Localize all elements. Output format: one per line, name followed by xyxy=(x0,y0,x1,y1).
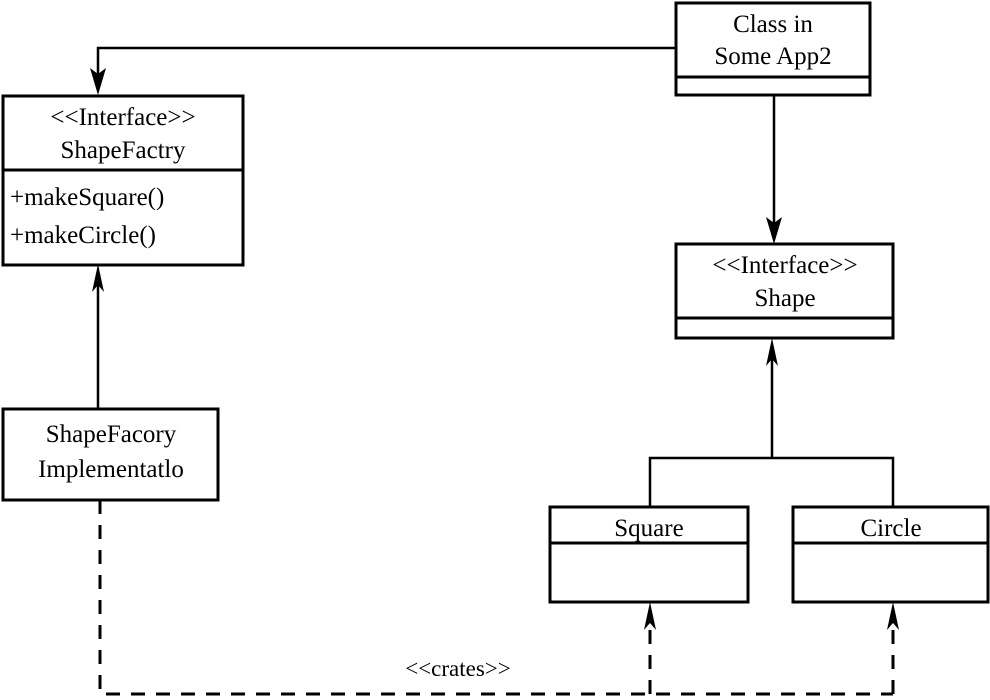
edge-impl-creates-circle-arrowhead xyxy=(887,602,899,630)
node-square-class-frame xyxy=(548,505,750,604)
edge-impl-to-shapefactory-arrowhead xyxy=(92,264,104,292)
node-shape-factory-interface-frame xyxy=(1,94,245,267)
node-square-class[interactable]: Square xyxy=(548,505,750,604)
edge-client-to-shapefactory-line xyxy=(96,46,676,86)
node-shape-interface-name: Shape xyxy=(754,285,815,312)
node-shape-factory-interface-name: ShapeFactry xyxy=(61,137,186,164)
node-shape-interface-frame xyxy=(674,242,895,340)
node-client-class[interactable]: Class in Some App2 xyxy=(674,1,872,97)
edge-subclasses-to-shape xyxy=(648,338,895,507)
node-circle-class-frame xyxy=(791,505,990,604)
node-shape-factory-interface[interactable]: <<Interface>> ShapeFactry +makeSquare() … xyxy=(1,94,245,267)
node-shape-interface[interactable]: <<Interface>> Shape xyxy=(674,242,895,340)
edge-client-to-shape-arrowhead xyxy=(766,217,782,244)
node-circle-class-name: Circle xyxy=(860,515,921,542)
edge-label-crates: <<crates>> xyxy=(405,656,511,681)
edge-impl-creates-shapes: <<crates>> xyxy=(98,500,899,696)
node-client-class-name-line1: Class in xyxy=(733,11,813,38)
node-shape-factory-impl-frame xyxy=(1,407,220,502)
edge-client-to-shapefactory xyxy=(90,46,676,95)
node-shape-interface-stereotype: <<Interface>> xyxy=(712,252,857,279)
node-shape-factory-interface-stereotype: <<Interface>> xyxy=(50,104,195,131)
edge-client-to-shapefactory-arrowhead xyxy=(90,68,106,95)
edge-subclass-bar xyxy=(648,456,895,507)
node-client-class-name-line2: Some App2 xyxy=(714,43,831,70)
node-shape-factory-operation-1: +makeCircle() xyxy=(10,222,156,249)
edge-impl-creates-square-arrowhead xyxy=(644,602,656,630)
edge-client-to-shape xyxy=(766,95,782,244)
node-shape-factory-impl-name-line1: ShapeFacory xyxy=(46,421,177,448)
edge-subclasses-to-shape-arrowhead xyxy=(766,338,778,366)
node-shape-factory-operation-0: +makeSquare() xyxy=(10,184,164,211)
node-shape-factory-impl[interactable]: ShapeFacory Implementatlo xyxy=(1,407,220,502)
node-square-class-name: Square xyxy=(614,515,683,542)
edge-impl-to-shapefactory xyxy=(92,264,104,409)
node-circle-class[interactable]: Circle xyxy=(791,505,990,604)
node-shape-factory-impl-name-line2: Implementatlo xyxy=(38,456,184,483)
node-client-class-frame xyxy=(674,1,872,97)
